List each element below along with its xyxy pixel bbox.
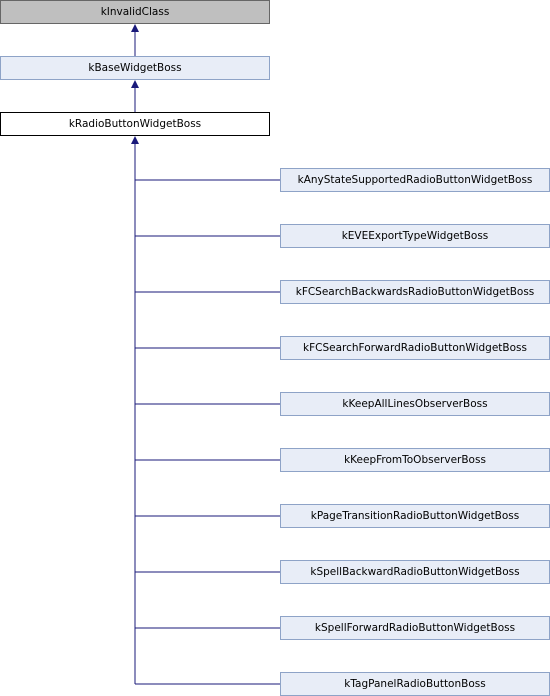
class-node-label: kAnyStateSupportedRadioButtonWidgetBoss (297, 174, 533, 186)
class-node-label: kInvalidClass (100, 6, 170, 18)
class-node-label: kPageTransitionRadioButtonWidgetBoss (310, 510, 520, 522)
class-node-label: kRadioButtonWidgetBoss (68, 118, 202, 130)
class-node-child[interactable]: kFCSearchForwardRadioButtonWidgetBoss (280, 336, 550, 360)
class-node-child[interactable]: kEVEExportTypeWidgetBoss (280, 224, 550, 248)
class-node-root[interactable]: kInvalidClass (0, 0, 270, 24)
class-node-child[interactable]: kAnyStateSupportedRadioButtonWidgetBoss (280, 168, 550, 192)
class-node-current[interactable]: kRadioButtonWidgetBoss (0, 112, 270, 136)
class-node-label: kFCSearchBackwardsRadioButtonWidgetBoss (295, 286, 535, 298)
class-node-label: kSpellBackwardRadioButtonWidgetBoss (310, 566, 520, 578)
class-node-label: kTagPanelRadioButtonBoss (344, 678, 486, 690)
class-node-label: kFCSearchForwardRadioButtonWidgetBoss (303, 342, 527, 354)
class-node-parent[interactable]: kBaseWidgetBoss (0, 56, 270, 80)
class-node-label: kSpellForwardRadioButtonWidgetBoss (314, 622, 516, 634)
class-node-child[interactable]: kFCSearchBackwardsRadioButtonWidgetBoss (280, 280, 550, 304)
class-node-child[interactable]: kSpellForwardRadioButtonWidgetBoss (280, 616, 550, 640)
class-node-child[interactable]: kPageTransitionRadioButtonWidgetBoss (280, 504, 550, 528)
class-node-child[interactable]: kSpellBackwardRadioButtonWidgetBoss (280, 560, 550, 584)
class-node-label: kKeepAllLinesObserverBoss (342, 398, 488, 410)
class-node-label: kEVEExportTypeWidgetBoss (341, 230, 489, 242)
class-node-child[interactable]: kTagPanelRadioButtonBoss (280, 672, 550, 696)
class-node-child[interactable]: kKeepFromToObserverBoss (280, 448, 550, 472)
class-node-child[interactable]: kKeepAllLinesObserverBoss (280, 392, 550, 416)
class-node-label: kKeepFromToObserverBoss (344, 454, 486, 466)
class-node-label: kBaseWidgetBoss (88, 62, 182, 74)
